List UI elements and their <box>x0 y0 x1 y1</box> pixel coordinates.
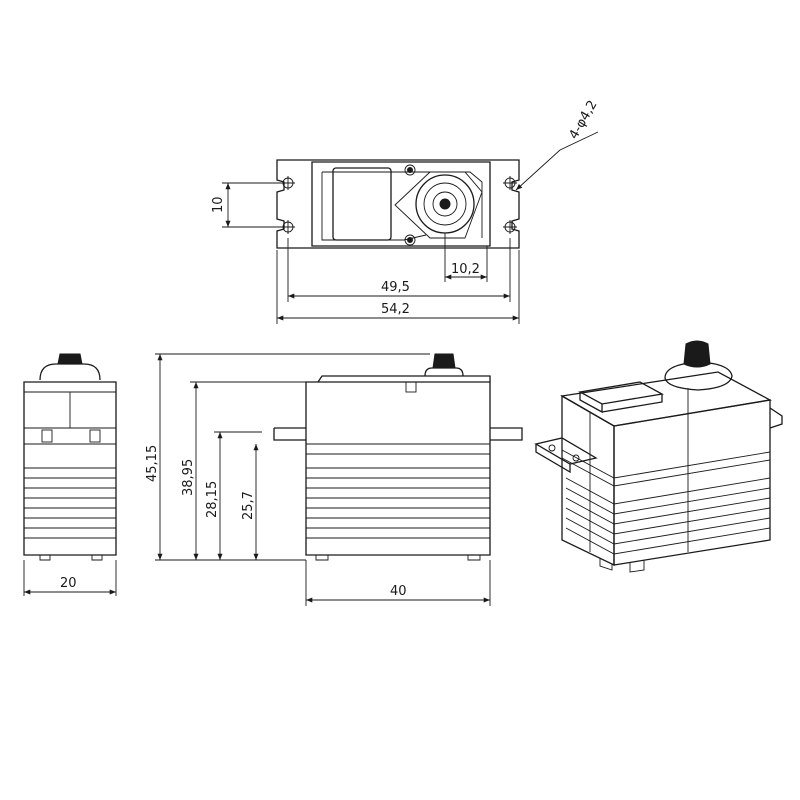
mounting-hole-top-right <box>503 176 517 190</box>
side-view-tab-left <box>41 429 53 443</box>
top-view-label-window <box>332 167 392 241</box>
side-view: 20 <box>23 353 117 596</box>
isometric-view <box>534 340 783 573</box>
iso-output-spline <box>683 340 711 368</box>
top-view-horn-body <box>394 171 483 239</box>
top-view-horn-ring-inner <box>432 191 458 217</box>
side-view-cap <box>39 363 101 381</box>
iso-flange-left <box>534 437 598 474</box>
horn-offset-ext-lines <box>444 233 488 282</box>
hole-spec-leader <box>515 131 599 191</box>
mounting-hole-top-left <box>281 176 295 190</box>
hole-pitch-label: 49,5 <box>381 280 410 295</box>
horn-offset-label: 10,2 <box>451 262 480 277</box>
top-view-horn-ring <box>423 182 467 226</box>
top-view-screw-boss-top <box>404 164 416 176</box>
iso-flange-hole-b <box>572 454 580 462</box>
front-view-cooling-fins <box>306 467 490 539</box>
iso-vertical-ribs <box>589 388 689 552</box>
top-view-flange-outline <box>276 159 520 249</box>
side-view-spline <box>57 353 83 365</box>
top-view-screw-bottom <box>407 237 413 243</box>
total-height-label: 45,15 <box>145 445 160 482</box>
hole-spacing-label: 10 <box>211 196 226 213</box>
front-view-spline <box>432 353 456 369</box>
side-view-body <box>23 381 117 556</box>
flange-height-label: 28,15 <box>205 481 220 518</box>
iso-flange-hole-a <box>548 444 556 452</box>
side-view-top-line <box>24 391 116 428</box>
front-view-flange-band <box>306 443 490 455</box>
front-width-ext-lines <box>305 560 491 606</box>
height-ext-lines <box>155 353 430 561</box>
front-view: 45,15 38,95 28,15 25,7 40 <box>145 353 523 606</box>
hole-spec-label: 4-φ4,2 <box>566 98 600 142</box>
iso-horn-boss <box>664 361 733 391</box>
mounting-hole-bottom-left <box>281 220 295 234</box>
front-view-flange <box>273 427 523 441</box>
iso-feet <box>599 558 645 573</box>
top-view-screw-top <box>407 167 413 173</box>
iso-flange-right <box>769 407 783 429</box>
iso-right-face <box>613 399 771 566</box>
below-flange-label: 25,7 <box>241 491 256 520</box>
side-width-label: 20 <box>60 576 77 591</box>
side-view-feet <box>39 555 103 561</box>
front-view-screw-head <box>405 381 417 393</box>
iso-cooling-fins <box>565 477 771 555</box>
front-view-cap <box>317 375 491 383</box>
top-view: 4-φ4,2 10 10,2 49,5 54,2 <box>211 98 601 324</box>
side-view-tab-right <box>89 429 101 443</box>
flange-width-ext-lines <box>276 250 520 324</box>
iso-label-box <box>578 381 664 414</box>
side-view-cooling-fins <box>24 467 116 539</box>
front-view-boss <box>424 367 464 377</box>
front-width-label: 40 <box>390 584 407 599</box>
mounting-hole-bottom-right <box>503 220 517 234</box>
top-view-screw-boss-bottom <box>404 234 416 246</box>
front-view-feet <box>315 555 481 561</box>
hole-pitch-ext-lines <box>287 238 511 302</box>
flange-width-label: 54,2 <box>381 302 410 317</box>
front-view-body <box>305 381 491 556</box>
iso-flange-band <box>561 449 771 487</box>
case-height-label: 38,95 <box>181 459 196 496</box>
top-view-output-spline <box>439 198 451 210</box>
top-view-case-outline <box>311 161 491 247</box>
side-view-flange-band <box>24 427 116 445</box>
hole-spacing-ext-lines <box>222 182 282 228</box>
